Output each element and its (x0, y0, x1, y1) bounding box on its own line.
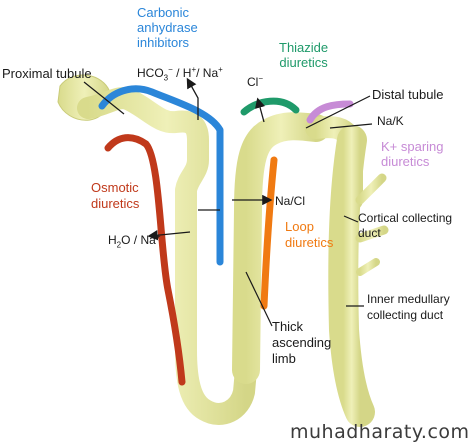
loop-line-1: Loop (285, 219, 314, 234)
thick-line-3: limb (272, 351, 296, 366)
water-sub: 2 (116, 240, 122, 250)
label-osmotic: Osmotic diuretics (91, 180, 139, 212)
arrow-water (147, 230, 191, 241)
osmotic-line-2: diuretics (91, 196, 140, 211)
thick-line-2: ascending (272, 335, 332, 350)
label-cortical-collecting-duct: Cortical collecting duct (358, 211, 452, 241)
water-h: H (108, 233, 117, 247)
leader-proximal (83, 81, 125, 115)
arrow-chloride (255, 97, 266, 123)
label-na-cl: Na/Cl (275, 194, 306, 208)
label-loop: Loop diuretics (285, 219, 333, 251)
label-distal-tubule: Distal tubule (372, 87, 444, 102)
carbonic-anhydrase-band (98, 85, 224, 266)
ion-hco3-sup: − (168, 65, 173, 74)
label-thiazide: Thiazide diuretics (279, 40, 328, 70)
ion-h: / H (172, 66, 192, 80)
water-o-na: O / Na (121, 233, 156, 247)
loop-line-2: diuretics (285, 235, 334, 250)
carbonic-line-3: inhibitors (137, 35, 190, 50)
label-inner-medullary: Inner medullary collecting duct (367, 291, 450, 323)
leader-distal (305, 95, 371, 129)
osmotic-line-1: Osmotic (91, 180, 139, 195)
arrow-hco3 (186, 77, 199, 120)
carbonic-line-2: anhydrase (137, 20, 198, 35)
collecting-branch-top (355, 173, 387, 205)
proximal-tubule-shape (77, 87, 257, 425)
label-thick-ascending-limb: Thick ascending limb (272, 319, 331, 367)
collecting-branch-mid (355, 225, 389, 243)
loop-band (260, 156, 278, 310)
label-k-sparing: K+ sparing diuretics (381, 139, 444, 169)
arrow-na-k (329, 123, 373, 129)
label-proximal-tubule: Proximal tubule (2, 66, 92, 81)
chloride-symbol: Cl (247, 75, 259, 89)
thiazide-line-2: diuretics (279, 55, 328, 70)
cortical-line-2: duct (358, 226, 381, 240)
watermark: muhadharaty.com (290, 421, 470, 443)
k-sparing-line-1: K+ sparing (381, 139, 444, 154)
k-sparing-band (306, 100, 354, 124)
carbonic-line-1: Carbonic (137, 5, 190, 20)
inner-line-1: Inner medullary (367, 292, 450, 306)
water-sup: + (155, 232, 161, 241)
collecting-branch-low (356, 258, 380, 276)
inner-line-2: collecting duct (367, 308, 444, 322)
cortical-line-1: Cortical collecting (358, 211, 453, 225)
ion-na: / Na (196, 66, 219, 80)
thiazide-line-1: Thiazide (279, 40, 329, 55)
k-sparing-line-2: diuretics (381, 154, 430, 169)
label-na-k: Na/K (377, 114, 404, 128)
label-chloride: Cl− (247, 72, 263, 89)
ion-h-sup: + (191, 65, 197, 74)
leader-cortical (343, 215, 359, 223)
label-hco3-h-na: HCO3− / H+/ Na+ (137, 63, 223, 85)
ion-hco3-sub: 3 (163, 73, 169, 83)
collecting-duct-shape (328, 125, 375, 427)
osmotic-band (104, 134, 186, 386)
label-carbonic-anhydrase: Carbonic anhydrase inhibitors (137, 5, 198, 50)
thick-line-1: Thick (272, 319, 304, 334)
thick-ascending-limb-shape (232, 112, 330, 384)
label-water-na: H2O / Na+ (108, 230, 160, 252)
thiazide-band (240, 97, 300, 116)
leader-thick (245, 271, 273, 327)
ion-na-sup: + (218, 65, 223, 74)
ion-hco3: HCO (137, 66, 164, 80)
chloride-sup: − (258, 74, 264, 83)
